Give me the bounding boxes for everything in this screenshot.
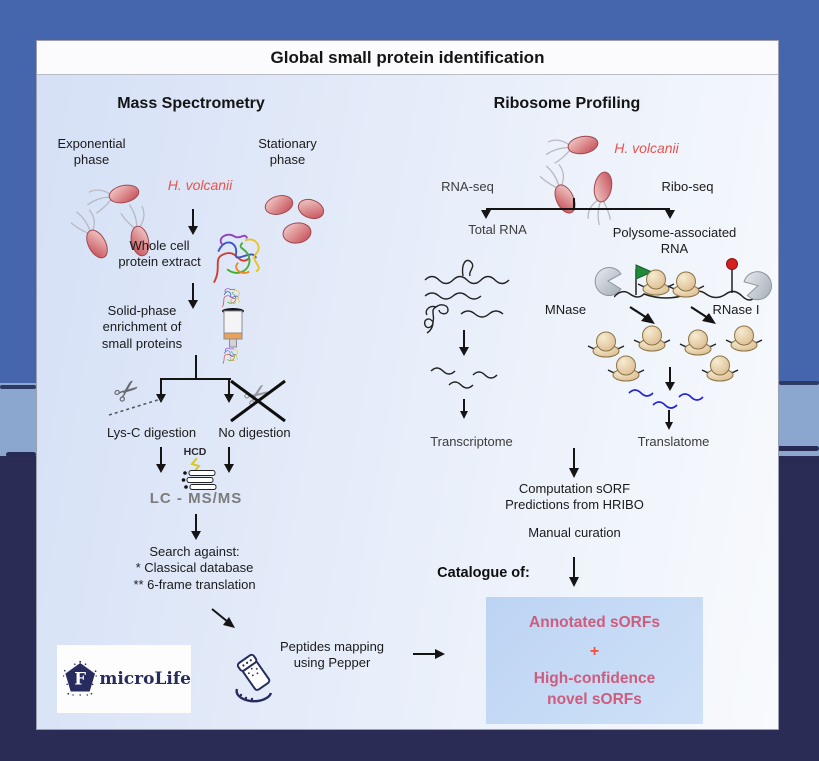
total-rna-molecules-icon [423, 259, 510, 334]
down-arrow [188, 209, 198, 235]
down-arrow [224, 379, 234, 403]
diagonal-arrow [211, 608, 235, 628]
exponential-phase-label: Exponential phase [57, 136, 126, 168]
down-arrow [191, 514, 201, 540]
lcmsms-label: LC - MS/MS [149, 490, 243, 507]
ms-organism-label: H. volcanii [167, 177, 233, 193]
down-arrowhead [481, 210, 491, 219]
stationary-phase-label: Stationary phase [258, 136, 317, 168]
branch-bar [160, 378, 231, 380]
down-arrow [665, 410, 673, 430]
search-against-label: Search against: * Classical database ** … [133, 544, 256, 592]
transcriptome-label: Transcriptome [430, 434, 513, 449]
footprint-fragments-icon [628, 389, 704, 409]
pepper-shaker-icon [235, 653, 273, 703]
wave-streak [772, 446, 819, 451]
results-box: Annotated sORFs + High-confidence novel … [486, 597, 703, 724]
peptides-mapping-label: Peptides mapping using Pepper [279, 639, 385, 671]
polysome-rna-label: Polysome-associated RNA [612, 225, 737, 257]
ribo-column-header: Ribosome Profiling [493, 95, 641, 112]
figure-title-bar: Global small protein identification [37, 41, 778, 75]
enrichment-column-icon [222, 288, 244, 365]
ribo-seq-label: Ribo-seq [661, 179, 714, 194]
down-arrow [665, 367, 675, 391]
microlife-pentagon-icon: F [63, 660, 97, 696]
down-arrow [156, 447, 166, 473]
annotated-sorfs-label: Annotated sORFs [529, 614, 660, 631]
branch-stem [195, 355, 197, 379]
protein-extract-icon [212, 233, 260, 284]
ribo-branch-bar [486, 208, 670, 210]
figure-panel: Global small protein identification Mass… [36, 40, 779, 730]
right-arrow [413, 649, 445, 659]
microlife-logo: F microLife [57, 645, 191, 713]
rnase-label: RNase I [712, 302, 760, 317]
mnase-enzyme-icon [594, 267, 622, 296]
hcd-label: HCD [183, 446, 207, 458]
lysc-digestion-label: Lys-C digestion [106, 425, 197, 440]
svg-text:F: F [74, 668, 86, 688]
stationary-cells-icon [264, 195, 325, 244]
computation-label: Computation sORF Predictions from HRIBO [505, 481, 644, 513]
ribo-branch-tick [573, 198, 575, 209]
wave-streak [780, 458, 819, 464]
novel-sorfs-label: High-confidence novel sORFs [533, 670, 656, 708]
ms-column-header: Mass Spectrometry [117, 95, 265, 112]
hcd-zigzag-icon [190, 458, 201, 474]
no-digestion-label: No digestion [218, 425, 291, 440]
diagonal-arrow [629, 306, 655, 324]
down-arrow [569, 557, 579, 587]
peptide-bars-icon [181, 470, 217, 490]
rna-seq-label: RNA-seq [441, 179, 494, 194]
mnase-label: MNase [544, 302, 587, 317]
manual-curation-label: Manual curation [528, 525, 621, 540]
translatome-label: Translatome [637, 434, 710, 449]
down-arrow [224, 447, 234, 473]
rnase-enzyme-icon [743, 271, 773, 301]
down-arrow [188, 283, 198, 309]
plus-sign: + [589, 643, 600, 660]
catalogue-of-label: Catalogue of: [437, 565, 530, 581]
ribo-organism-label: H. volcanii [614, 140, 679, 156]
diagonal-arrow [690, 306, 716, 324]
down-arrowhead [665, 210, 675, 219]
crossed-out-x-icon [230, 379, 286, 423]
polysome-icon [614, 258, 757, 301]
microlife-logo-text: microLife [99, 669, 191, 689]
total-rna-label: Total RNA [468, 222, 527, 237]
down-arrow [156, 379, 166, 403]
figure-title: Global small protein identification [270, 47, 545, 67]
whole-cell-label: Whole cell protein extract [118, 238, 201, 270]
solid-phase-label: Solid-phase enrichment of small proteins [101, 303, 183, 351]
wave-streak [779, 381, 819, 385]
wave-streak [6, 452, 36, 457]
down-arrow [460, 399, 468, 419]
wave-streak [0, 385, 36, 389]
down-arrow [459, 330, 469, 356]
down-arrow [569, 448, 579, 478]
rna-fragments-icon [430, 367, 498, 389]
